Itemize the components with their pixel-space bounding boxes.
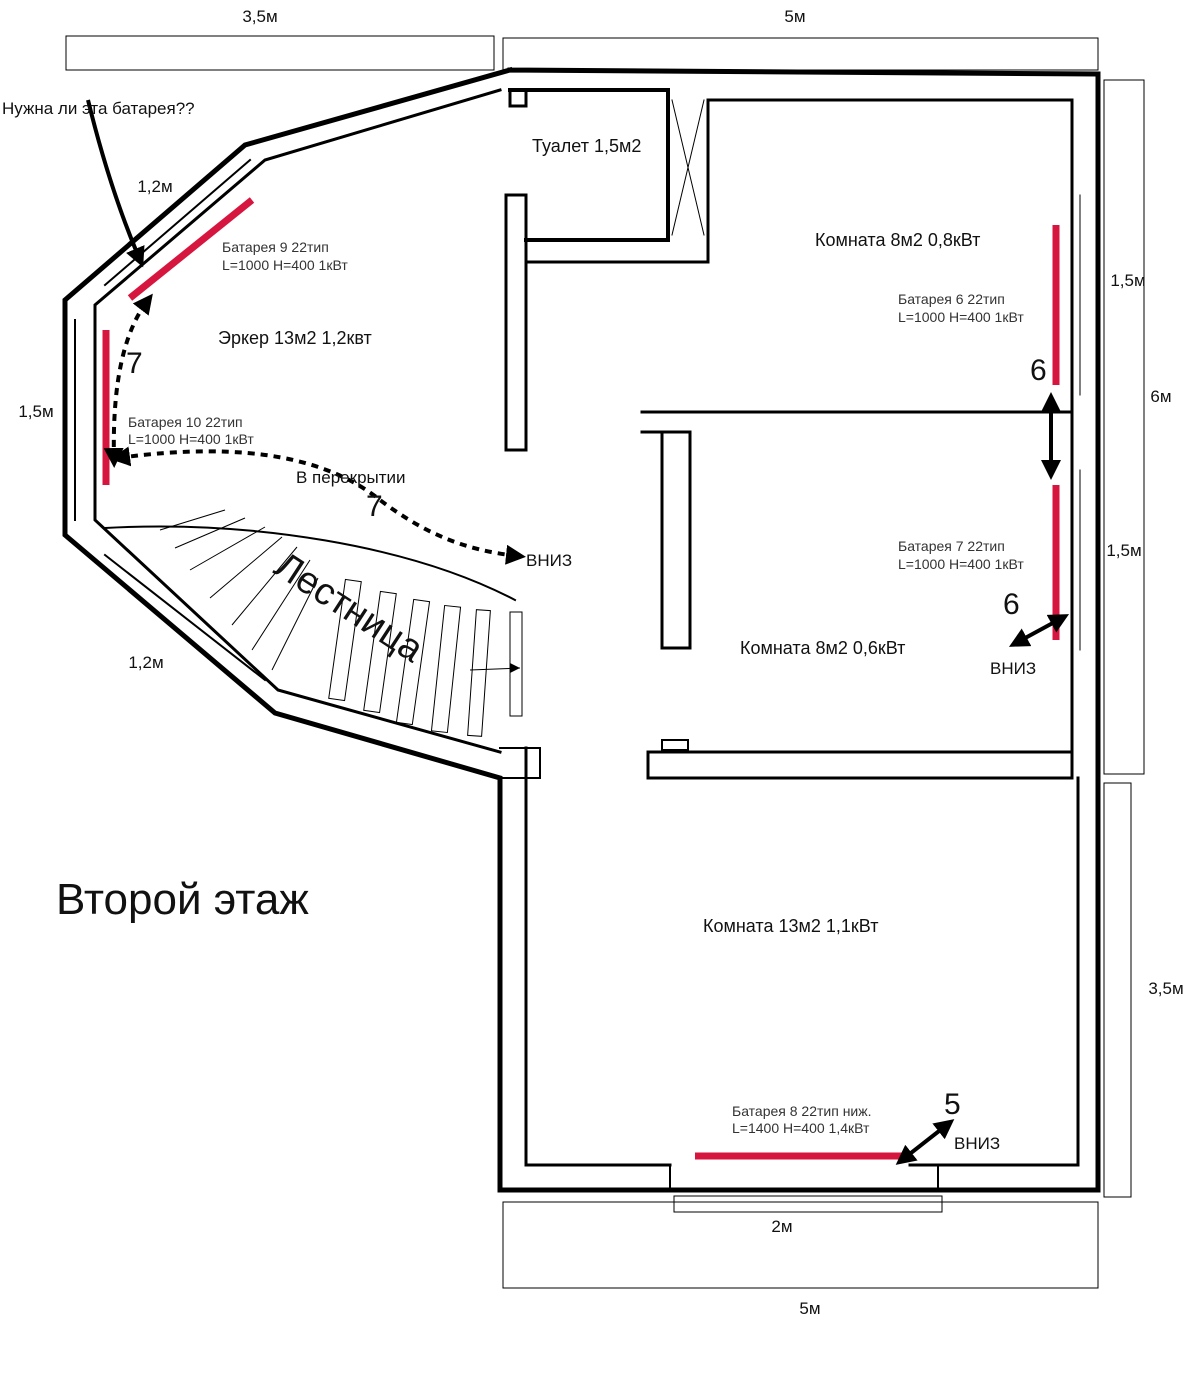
dim-bay-side: 1,5м xyxy=(18,402,53,421)
staircase-direction-arrowhead xyxy=(510,663,520,673)
pipe-5-number: 5 xyxy=(944,1088,961,1121)
radiator-8-name: Батарея 8 22тип ниж. xyxy=(732,1103,872,1119)
bay-inner-wall xyxy=(93,88,502,754)
upper-room-wall xyxy=(524,98,1074,417)
radiator-9 xyxy=(127,197,255,301)
pipe-7-bay xyxy=(103,293,153,468)
pipe-7-number-bay: 7 xyxy=(126,347,143,380)
dim-right-middle: 1,5м xyxy=(1106,541,1141,560)
dim-right-total: 6м xyxy=(1150,387,1171,406)
dim-right-lower: 3,5м xyxy=(1148,979,1183,998)
question-pointer-arrow xyxy=(86,99,145,268)
bay-window-lower xyxy=(103,553,267,682)
pipe-5-down xyxy=(895,1119,955,1165)
dim-top-right: 5м xyxy=(784,7,805,26)
dim-bay-lower: 1,2м xyxy=(128,653,163,672)
door-marker xyxy=(661,739,689,751)
lower-room-left-wall xyxy=(524,746,672,1167)
room-upper: Комната 8м2 0,8кВт xyxy=(815,230,980,250)
room-toilet: Туалет 1,5м2 xyxy=(532,136,641,156)
room-lower: Комната 13м2 1,1кВт xyxy=(703,916,878,936)
dim-box-bottom xyxy=(502,1201,1099,1289)
radiator-6-spec: L=1000 H=400 1кВт xyxy=(898,309,1024,325)
radiator-8-spec: L=1400 H=400 1,4кВт xyxy=(732,1120,870,1136)
pipes xyxy=(86,99,1070,1165)
pipe-in-ceiling-label: В перекрытии xyxy=(296,468,406,487)
room-middle: Комната 8м2 0,6кВт xyxy=(740,638,905,658)
middle-room-top-wall xyxy=(640,410,1074,754)
radiator-7-spec: L=1000 H=400 1кВт xyxy=(898,556,1024,572)
radiator-9-name: Батарея 9 22тип xyxy=(222,239,329,255)
toilet-wall xyxy=(508,88,670,242)
radiator-7-name: Батарея 7 22тип xyxy=(898,538,1005,554)
pipe-5-down-label: ВНИЗ xyxy=(954,1134,1000,1153)
dim-box-right-upper xyxy=(1103,79,1145,775)
radiator-6-name: Батарея 6 22тип xyxy=(898,291,1005,307)
dim-box-right-lower xyxy=(1103,782,1132,1198)
pipe-6-number-upper: 6 xyxy=(1030,354,1047,387)
staircase-label: Лестница xyxy=(267,544,431,671)
toilet-corner xyxy=(508,88,528,108)
radiator-10-name: Батарея 10 22тип xyxy=(128,414,243,430)
pipe-7-number-ceiling: 7 xyxy=(366,490,383,523)
toilet-hatch-b xyxy=(671,99,705,236)
labels: 3,5м 5м 1,2м 1,5м 1,2м 1,5м 6м 1,5м 3,5м… xyxy=(2,7,1184,1318)
radiator-10-spec: L=1000 H=400 1кВт xyxy=(128,431,254,447)
lower-room-right-wall xyxy=(908,776,1080,1167)
middle-room-bottom-wall xyxy=(646,750,1074,780)
pipe-6-down-label: ВНИЗ xyxy=(990,659,1036,678)
pipe-6-number-lower: 6 xyxy=(1003,588,1020,621)
dim-right-upper: 1,5м xyxy=(1110,271,1145,290)
dim-top-left: 3,5м xyxy=(242,7,277,26)
pipe-6-down xyxy=(1008,614,1070,647)
outer-wall xyxy=(62,66,1101,1193)
question-label: Нужна ли эта батарея?? xyxy=(2,99,195,118)
dim-bottom-window: 2м xyxy=(771,1217,792,1236)
dim-bay-upper: 1,2м xyxy=(137,177,172,196)
floor-title: Второй этаж xyxy=(56,875,309,924)
middle-room-left-wall xyxy=(640,430,692,650)
dim-box-top-right xyxy=(502,37,1099,71)
dim-box-bottom-window xyxy=(673,1195,943,1213)
dim-box-top-left xyxy=(65,35,495,71)
central-column xyxy=(504,193,528,452)
dim-bottom: 5м xyxy=(799,1299,820,1318)
radiator-9-spec: L=1000 H=400 1кВт xyxy=(222,257,348,273)
pipe-7-down-label: ВНИЗ xyxy=(526,551,572,570)
lower-room-corner xyxy=(499,747,541,779)
room-bay: Эркер 13м2 1,2квт xyxy=(218,328,372,348)
pipe-7-ceiling xyxy=(110,446,526,565)
